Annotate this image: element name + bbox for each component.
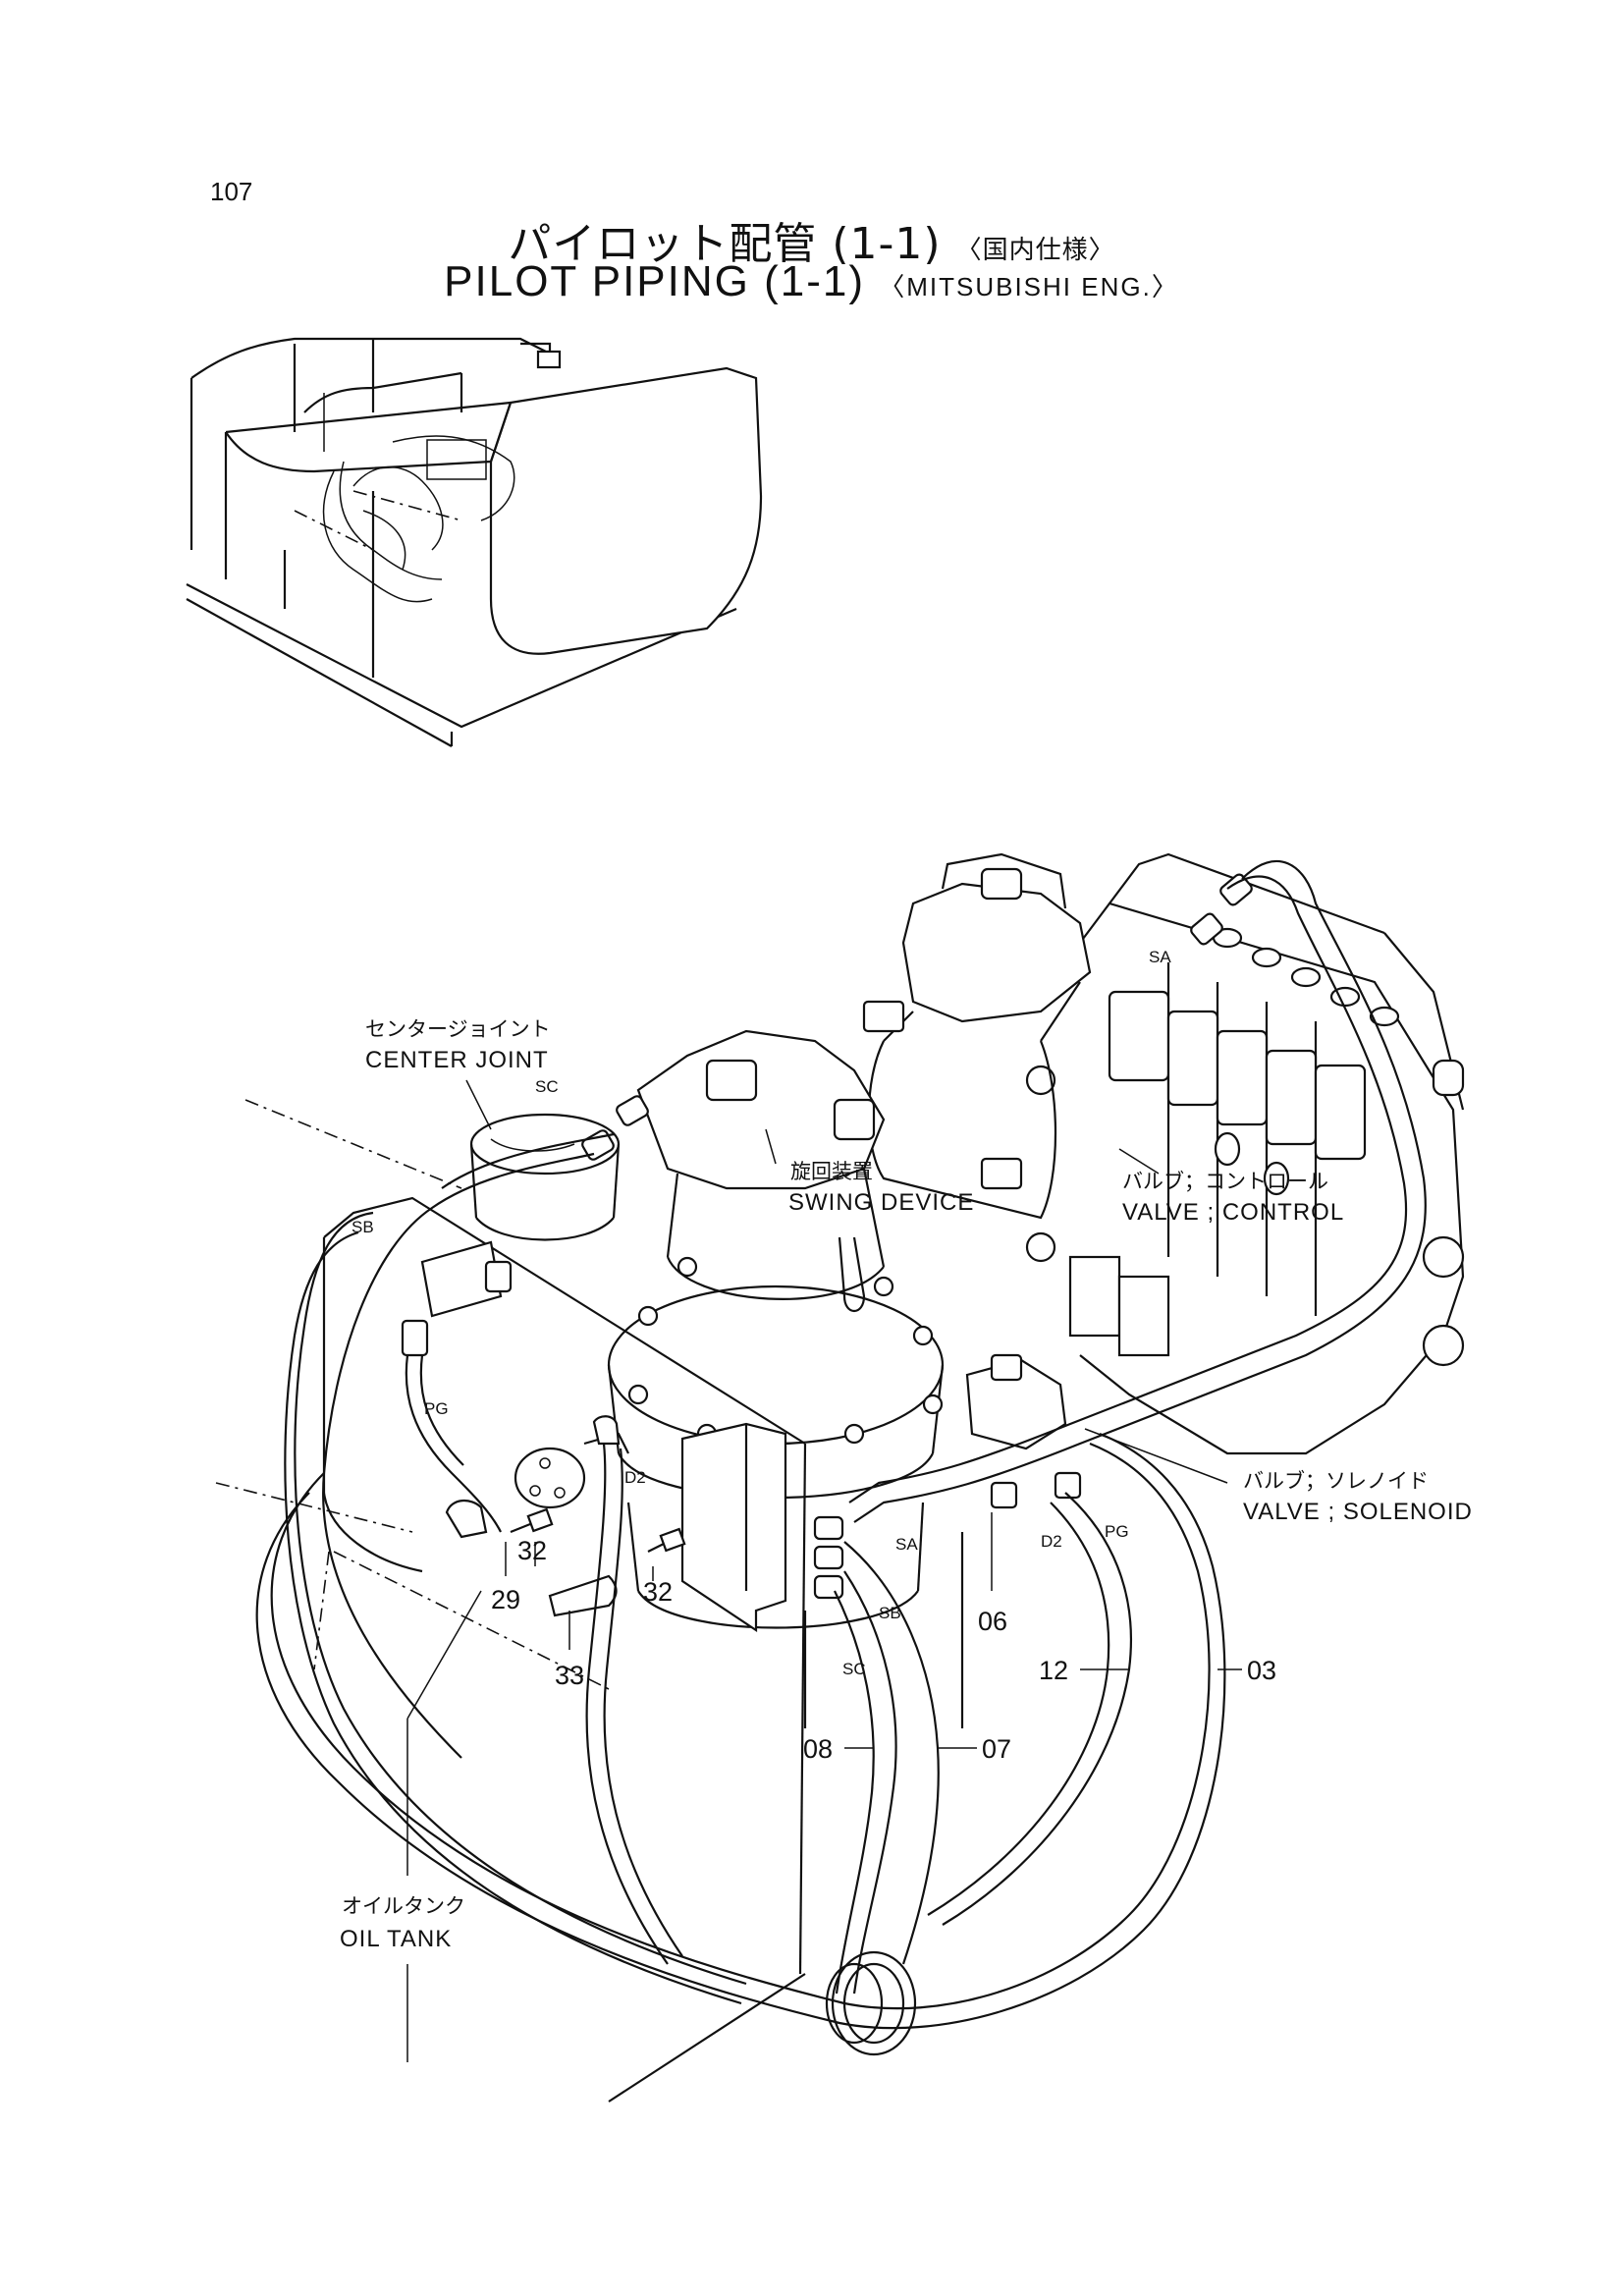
part-number-06: 06 xyxy=(978,1607,1007,1636)
port-label-sb-mid: SB xyxy=(879,1604,901,1622)
part-number-12: 12 xyxy=(1039,1656,1068,1685)
oil-tank-outline xyxy=(215,1099,807,2103)
center-joint-drawing xyxy=(469,1113,621,1241)
part-number-29: 29 xyxy=(491,1585,520,1614)
machine-overview-sketch xyxy=(186,337,763,747)
title-japanese: パイロット配管 (1-1) 〈国内仕様〉 xyxy=(0,208,1623,271)
label-valve-control-jp: バルブ；コントロール xyxy=(1122,1170,1328,1193)
swing-device-drawing xyxy=(607,1000,1023,1728)
title-en-main: PILOT PIPING (1-1) xyxy=(444,257,865,305)
part-number-32-left: 32 xyxy=(517,1536,547,1565)
label-valve-solenoid-en: VALVE ; SOLENOID xyxy=(1243,1499,1473,1525)
part-number-32-right: 32 xyxy=(643,1577,673,1607)
title-english: PILOT PIPING (1-1) 〈MITSUBISHI ENG.〉 xyxy=(0,257,1623,306)
pilot-hoses xyxy=(255,859,1427,2056)
label-valve-solenoid-jp: バルブ；ソレノイド xyxy=(1243,1469,1429,1493)
label-swing-device-en: SWING DEVICE xyxy=(788,1189,974,1216)
part-number-03: 03 xyxy=(1247,1656,1276,1685)
label-oil-tank-jp: オイルタンク xyxy=(342,1894,465,1918)
label-center-joint-en: CENTER JOINT xyxy=(365,1047,549,1073)
title-jp-main: パイロット配管 (1-1) xyxy=(508,219,942,269)
control-valve-drawing xyxy=(867,852,1465,1455)
part-number-07: 07 xyxy=(982,1734,1011,1764)
port-label-sa-top: SA xyxy=(1149,948,1171,966)
port-label-sb-left: SB xyxy=(352,1218,374,1236)
part-number-33: 33 xyxy=(555,1661,584,1690)
port-label-sc-mid: SC xyxy=(842,1660,866,1678)
small-parts xyxy=(401,873,1253,1617)
title-en-spec: 〈MITSUBISHI ENG.〉 xyxy=(879,272,1179,301)
label-oil-tank-en: OIL TANK xyxy=(340,1926,452,1952)
port-label-d2-right: D2 xyxy=(1041,1532,1062,1551)
leader-lines xyxy=(406,1079,1242,2062)
label-center-joint-jp: センタージョイント xyxy=(365,1017,551,1041)
title-jp-spec: 〈国内仕様〉 xyxy=(955,236,1115,265)
port-label-pg-right: PG xyxy=(1105,1522,1129,1541)
port-label-d2-left: D2 xyxy=(624,1468,646,1487)
part-number-08: 08 xyxy=(803,1734,833,1764)
page-number: 107 xyxy=(210,177,253,206)
label-swing-device-jp: 旋回装置 xyxy=(790,1160,873,1183)
port-label-sa-mid: SA xyxy=(895,1535,918,1554)
port-label-sc-top: SC xyxy=(535,1077,559,1096)
bracket-plate xyxy=(680,1422,787,1633)
label-valve-control-en: VALVE ; CONTROL xyxy=(1122,1199,1344,1226)
port-label-pg-left: PG xyxy=(424,1399,449,1418)
